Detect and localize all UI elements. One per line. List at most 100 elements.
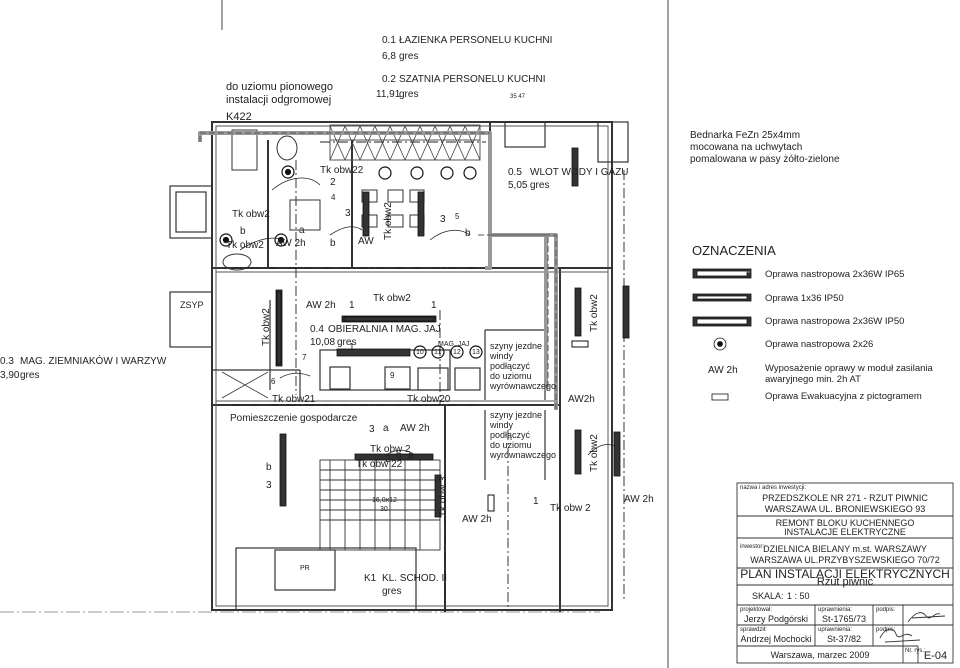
mark-aw2h-b: AW 2h — [306, 300, 336, 311]
mark-10: 10 — [416, 349, 424, 356]
tb-scale-label: SKALA: — [752, 591, 784, 601]
legend-item-5-text-2: awaryjnego min. 2h AT — [765, 374, 861, 385]
tb-label-sheet: Nr. rys.: — [905, 648, 926, 654]
tb-label-investor: inwestor: — [740, 544, 765, 550]
legend-aw-symbol: AW 2h — [708, 365, 738, 376]
legend-icons — [692, 268, 752, 401]
mark-1-c: 1 — [349, 342, 355, 353]
tb-label-designer: projektował: — [740, 607, 773, 613]
gospodarcze-label: Pomieszczenie gospodarcze — [230, 413, 358, 424]
mag-jaj-label: MAG. JAJ — [438, 341, 470, 348]
tb-label-licence-1: uprawnienia: — [818, 607, 853, 613]
mark-a-a: a — [299, 225, 305, 236]
mark-7: 7 — [302, 353, 307, 362]
room-0-4-floor: gres — [337, 337, 357, 348]
tb-scale-value: 1 : 50 — [787, 591, 810, 601]
mark-a-c: a — [408, 450, 414, 461]
mark-tk-obw2-d: Tk obw 2 — [370, 444, 411, 455]
mark-aw2h-d: AW 2h — [400, 423, 430, 434]
room-k1-floor: gres — [382, 586, 402, 597]
mark-tk-obw21: Tk obw21 — [272, 394, 316, 405]
room-0-5-number: 0.5 — [508, 167, 522, 178]
stairs-dim-1: 16,0x12 — [372, 497, 397, 504]
mark-a-b: a — [383, 423, 389, 434]
tb-plan-title-2: Rzut piwnic — [816, 576, 874, 588]
mark-tk-obw2-vert-1: Tk obw2 — [261, 308, 272, 346]
mark-2-b: 2 — [385, 454, 391, 465]
mark-aw2h-f: AW 2h — [624, 494, 654, 505]
tb-investor-line-2: WARSZAWA UL.PRZYBYSZEWSKIEGO 70/72 — [750, 555, 940, 565]
tb-obj-line-1: PRZEDSZKOLE NR 271 - RZUT PIWNIC — [762, 493, 928, 503]
mark-tk-obw22-b: Tk obw 22 — [356, 459, 403, 470]
mark-3-a: 3 — [345, 208, 351, 219]
legend-item-3-text: Oprawa nastropowa 2x36W IP50 — [765, 316, 905, 327]
szyny-note-2-line-1: szyny jezdne — [490, 410, 543, 420]
szyny-note-1-line-5: wyrównawczego — [490, 381, 557, 391]
mark-3-b: 3 — [440, 214, 446, 225]
szyny-note-1-line-4: do uziomu — [490, 371, 532, 381]
tb-investor-line-1: DZIELNICA BIELANY m.st. WARSZAWY — [763, 544, 927, 554]
k422-label: K422 — [226, 111, 252, 123]
szyny-note-2-line-3: podłączyć — [490, 430, 531, 440]
tb-date: Warszawa, marzec 2009 — [770, 650, 870, 660]
mark-4: 4 — [331, 193, 336, 202]
mark-tk-obw3-vert: Tk obw 3 — [438, 476, 449, 517]
mark-tk-obw2-a: Tk obw2 — [232, 209, 270, 220]
room-0-1-floor: gres — [399, 51, 419, 62]
tb-checker: Andrzej Mochocki — [740, 634, 812, 644]
room-0-2-number: 0.2 — [382, 74, 396, 85]
tb-label-signature-1: podpis: — [876, 607, 896, 613]
mark-3-c: 3 — [369, 424, 375, 435]
uziom-note-line-2: instalacji odgromowej — [226, 94, 332, 106]
tb-label-licence-2: uprawnienia: — [818, 627, 853, 633]
mark-6: 6 — [271, 377, 276, 386]
mark-3-1: 3 — [266, 480, 272, 491]
room-0-3-name: MAG. ZIEMNIAKÓW I WARZYW — [20, 356, 167, 367]
legend-title: OZNACZENIA — [692, 243, 776, 258]
mark-1-b: 1 — [431, 300, 437, 311]
mark-tk-obw22-top: Tk obw22 — [320, 165, 364, 176]
room-0-4-name: OBIERALNIA I MAG. JAJ — [328, 324, 441, 335]
mark-1-d: 1 — [533, 496, 539, 507]
legend-item-5-text-1: Wyposażenie oprawy w moduł zasilania — [765, 363, 933, 374]
szyny-note-1-line-3: podłączyć — [490, 361, 531, 371]
legend-item-2-text: Oprawa 1x36 IP50 — [765, 293, 844, 304]
szyny-note-2-line-4: do uziomu — [490, 440, 532, 450]
mark-aw2h-e: AW 2h — [462, 514, 492, 525]
legend-item-6-text: Oprawa Ewakuacyjna z pictogramem — [765, 391, 922, 402]
room-0-5-area: 5,05 — [508, 180, 528, 191]
room-k1-name: KL. SCHOD. II — [382, 573, 448, 584]
bednarka-note-3: pomalowana w pasy żółto-zielone — [690, 154, 840, 165]
mark-aw2h-c: AW2h — [568, 394, 595, 405]
mark-5: 5 — [455, 212, 460, 221]
room-0-3-floor: gres — [20, 370, 40, 381]
mark-tk-obw2-e: Tk obw 2 — [550, 503, 591, 514]
room-0-5-floor: gres — [530, 180, 550, 191]
tb-licence-2: St-37/82 — [826, 634, 862, 644]
mark-2-a: 2 — [330, 177, 336, 188]
bednarka-note-1: Bednarka FeZn 25x4mm — [690, 130, 801, 141]
szyny-note-1-line-2: windy — [490, 351, 514, 361]
mark-1-a: 1 — [349, 300, 355, 311]
room-0-3-area: 3,90 — [0, 370, 20, 381]
tb-obj-line-2: WARSZAWA UL. BRONIEWSKIEGO 93 — [764, 504, 926, 514]
mark-aw2h-a: AW 2h — [276, 238, 306, 249]
room-0-2-floor: gres — [399, 89, 419, 100]
room-k1-number: K1 — [364, 573, 377, 584]
room-0-5-name: WLOT WODY I GAZU — [530, 167, 629, 178]
small-note-47: 35 47 — [510, 94, 526, 100]
mark-tk-obw2-c: Tk obw2 — [373, 293, 411, 304]
tb-licence-1: St-1765/73 — [821, 614, 867, 624]
room-0-1-name: ŁAZIENKA PERSONELU KUCHNI — [399, 35, 553, 46]
pr-label: PR — [300, 565, 310, 572]
tb-scope-line-2: INSTALACJE ELEKTRYCZNE — [784, 527, 906, 537]
room-0-1-number: 0.1 — [382, 35, 396, 46]
room-0-2-name: SZATNIA PERSONELU KUCHNI — [399, 74, 546, 85]
tb-plan-title-1: PLAN INSTALACJI ELEKTRYCZNYCH — [740, 567, 950, 581]
mark-tk-obw2-vert-4: Tk obw2 — [589, 434, 600, 472]
mark-9: 9 — [390, 371, 395, 380]
legend-item-1-text: Oprawa nastropowa 2x36W IP65 — [765, 269, 905, 280]
tb-label-checker: sprawdził: — [740, 627, 767, 633]
